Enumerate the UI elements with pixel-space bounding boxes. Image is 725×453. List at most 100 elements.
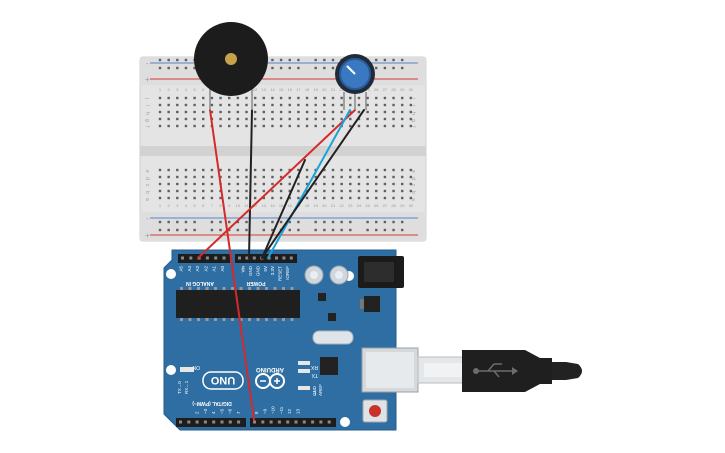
column-number: 27 bbox=[383, 87, 388, 92]
column-number: 25 bbox=[365, 203, 370, 208]
analog-pin-label: A2 bbox=[203, 266, 208, 272]
column-number: 29 bbox=[400, 87, 405, 92]
column-number: 20 bbox=[322, 87, 327, 92]
column-number: 7 bbox=[211, 203, 214, 208]
column-number: 4 bbox=[185, 87, 188, 92]
arduino-logo-icon bbox=[255, 373, 285, 389]
row-letter: c bbox=[144, 184, 150, 187]
column-number: 20 bbox=[322, 203, 327, 208]
piezo-buzzer[interactable] bbox=[194, 22, 268, 110]
row-letter: f bbox=[144, 126, 150, 128]
wire-black-buzzer bbox=[248, 109, 253, 259]
column-number: 11 bbox=[244, 203, 249, 208]
row-letter: d bbox=[144, 177, 150, 180]
digital-pin-label: ~10 bbox=[271, 406, 276, 414]
l-label: L bbox=[313, 389, 316, 395]
mount-hole bbox=[166, 269, 176, 279]
l-led bbox=[298, 386, 310, 390]
rail-plus-bottom: + bbox=[145, 231, 150, 240]
column-number: 26 bbox=[374, 87, 379, 92]
digital-pin-label: ~9 bbox=[262, 408, 267, 414]
power-pin-label: GND bbox=[255, 265, 260, 276]
column-number: 9 bbox=[228, 203, 231, 208]
column-number: 21 bbox=[331, 203, 336, 208]
analog-pin-label: A1 bbox=[212, 266, 217, 272]
digital-pin-label: 13 bbox=[296, 408, 301, 414]
column-number: 30 bbox=[409, 87, 414, 92]
row-letter: e bbox=[144, 170, 150, 173]
column-number: 1 bbox=[159, 203, 162, 208]
uno-logo-text: UNO bbox=[210, 374, 235, 386]
column-number: 13 bbox=[262, 203, 267, 208]
rx-label: RX bbox=[310, 364, 318, 370]
analog-in-label: ANALOG IN bbox=[186, 280, 214, 286]
column-number: 27 bbox=[383, 203, 388, 208]
wire-black-short bbox=[261, 159, 306, 259]
column-number: 26 bbox=[374, 203, 379, 208]
column-number: 14 bbox=[270, 87, 275, 92]
column-number: 13 bbox=[262, 87, 267, 92]
potentiometer[interactable] bbox=[335, 54, 375, 110]
row-letter: i bbox=[410, 105, 416, 106]
column-number: 17 bbox=[296, 87, 301, 92]
column-number: 3 bbox=[176, 87, 179, 92]
column-number: 22 bbox=[339, 87, 344, 92]
usb-symbol-icon bbox=[473, 363, 518, 378]
digital-pin-label: 12 bbox=[287, 408, 292, 414]
column-number: 29 bbox=[400, 203, 405, 208]
column-number: 24 bbox=[357, 203, 362, 208]
wire-black-pot bbox=[261, 109, 365, 259]
column-number: 8 bbox=[219, 203, 222, 208]
column-number: 28 bbox=[391, 87, 396, 92]
column-number: 2 bbox=[168, 203, 171, 208]
rail-minus-bottom: - bbox=[146, 214, 149, 223]
smd-chip bbox=[318, 293, 326, 301]
column-number: 23 bbox=[348, 203, 353, 208]
analog-pin-label: A3 bbox=[195, 266, 200, 272]
usb-cable[interactable] bbox=[417, 350, 582, 392]
wires[interactable] bbox=[197, 109, 365, 421]
wire-red-buzzer bbox=[209, 109, 255, 421]
tx-led bbox=[298, 369, 310, 373]
column-number: 21 bbox=[331, 87, 336, 92]
column-number: 18 bbox=[305, 87, 310, 92]
analog-pin-label: A5 bbox=[179, 266, 184, 272]
row-letter: d bbox=[410, 177, 416, 180]
column-number: 6 bbox=[202, 87, 205, 92]
power-header[interactable] bbox=[235, 254, 297, 263]
digital-header-high[interactable] bbox=[250, 418, 336, 427]
digital-pin-label: 2 bbox=[195, 411, 200, 414]
wire-red-pot bbox=[197, 109, 356, 259]
power-label: POWER bbox=[246, 280, 265, 286]
digital-pin-label: ~11 bbox=[279, 406, 284, 414]
column-number: 16 bbox=[288, 87, 293, 92]
row-letter: a bbox=[410, 198, 416, 201]
digital-header-low[interactable] bbox=[176, 418, 246, 427]
row-letter: j bbox=[410, 97, 416, 99]
row-letter: j bbox=[144, 97, 150, 99]
column-number: 2 bbox=[168, 87, 171, 92]
mount-hole bbox=[166, 365, 176, 375]
tx-label: TX bbox=[311, 372, 318, 378]
column-number: 30 bbox=[409, 203, 414, 208]
column-number: 12 bbox=[253, 87, 258, 92]
uno-logo bbox=[202, 371, 244, 390]
breadboard[interactable]: jjiihhggffeeddccbbaa11223344556677889910… bbox=[139, 56, 427, 242]
row-letter: h bbox=[410, 112, 416, 115]
digital-label: DIGITAL (PWM~) bbox=[192, 400, 232, 406]
row-letter: e bbox=[410, 170, 416, 173]
tx-pin-label: TX→0 bbox=[177, 381, 182, 394]
column-number: 1 bbox=[159, 87, 162, 92]
row-letter: a bbox=[144, 198, 150, 201]
aref-label: AREF bbox=[318, 384, 323, 396]
smd-chip bbox=[328, 313, 336, 321]
analog-header[interactable] bbox=[178, 254, 230, 263]
row-letter: b bbox=[144, 191, 150, 194]
column-number: 25 bbox=[365, 87, 370, 92]
column-number: 19 bbox=[313, 203, 318, 208]
power-pin-label: IOREF bbox=[285, 266, 290, 280]
column-number: 6 bbox=[202, 203, 205, 208]
wire-blue-pot bbox=[267, 109, 351, 259]
